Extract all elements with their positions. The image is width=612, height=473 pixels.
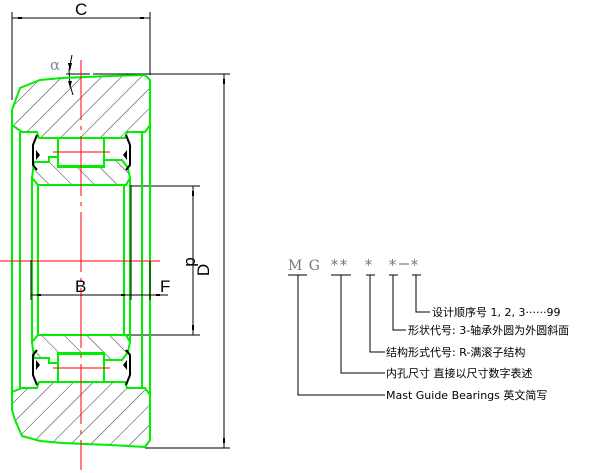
centerlines bbox=[0, 60, 160, 470]
dimension-label-F: F bbox=[160, 277, 170, 296]
dimension-c: C bbox=[11, 0, 151, 100]
section-lines bbox=[11, 125, 151, 395]
dimension-label-B: B bbox=[75, 277, 86, 296]
legend-sequence: 设计顺序号 1, 2, 3······99 bbox=[432, 305, 560, 319]
legend-prefix: Mast Guide Bearings 英文简写 bbox=[386, 388, 547, 402]
code-shape: * bbox=[388, 256, 397, 274]
code-prefix: M G bbox=[288, 258, 321, 274]
dimension-label-d: d bbox=[182, 257, 201, 266]
seals bbox=[32, 134, 131, 386]
designation-code: M G ** * * * bbox=[288, 256, 419, 274]
dimension-label-c: C bbox=[75, 0, 87, 19]
code-sequence: * bbox=[410, 256, 419, 274]
code-bore: ** bbox=[330, 256, 348, 274]
legend-shape: 形状代号: 3-轴承外圆为外圆斜面 bbox=[408, 323, 569, 337]
alpha-label: α bbox=[50, 56, 60, 74]
leader-lines bbox=[288, 274, 430, 396]
legend: 设计顺序号 1, 2, 3······99 形状代号: 3-轴承外圆为外圆斜面 … bbox=[386, 305, 569, 402]
dimension-b-f: B F bbox=[30, 185, 170, 300]
legend-structure: 结构形式代号: R-满滚子结构 bbox=[386, 345, 525, 359]
code-structure: * bbox=[364, 256, 373, 274]
legend-bore: 内孔尺寸 直接以尺寸数字表述 bbox=[386, 366, 533, 380]
dimension-d-outer: D bbox=[194, 74, 225, 448]
dimension-label-D: D bbox=[194, 264, 213, 276]
